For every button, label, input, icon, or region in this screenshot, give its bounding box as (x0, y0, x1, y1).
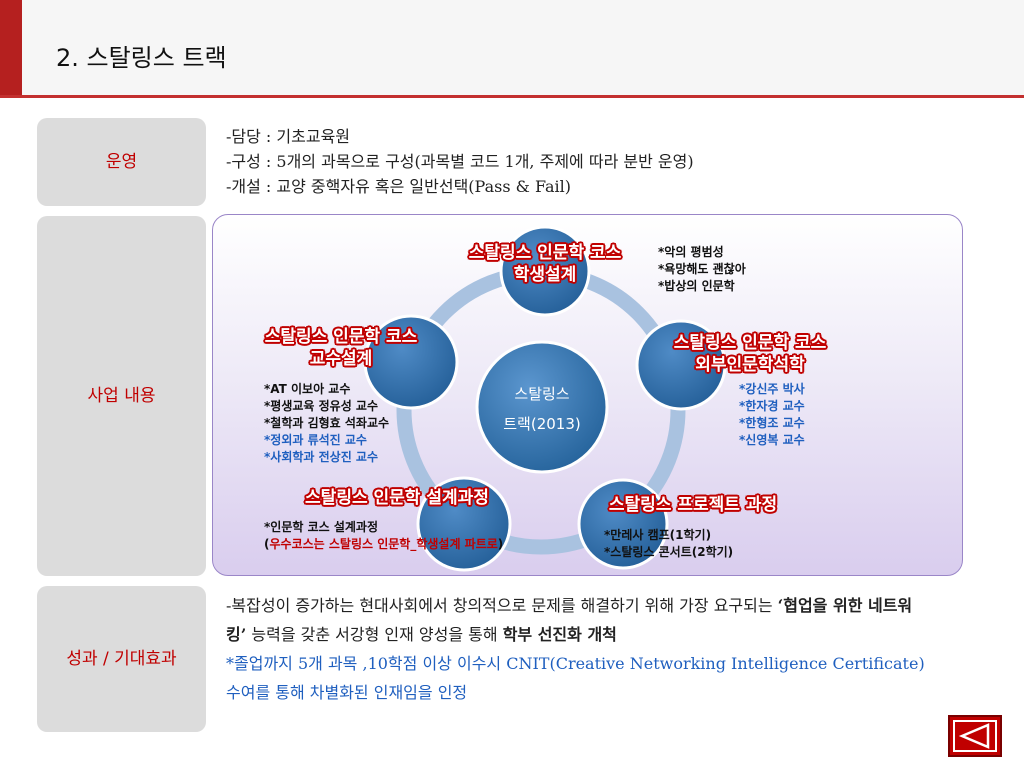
node-title-left-line2: 교수설계 (309, 349, 373, 369)
node-title-left: 스탈링스 인문학 코스 교수설계 (236, 326, 446, 370)
note-item: *밥상의 인문학 (658, 279, 735, 293)
node-title-top: 스탈링스 인문학 코스 학생설계 (440, 242, 650, 286)
note-paren-open: ( (264, 537, 270, 551)
operation-line: -개설 : 교양 중핵자유 혹은 일반선택(Pass & Fail) (226, 177, 572, 196)
center-label-line2: 트랙(2013) (503, 415, 581, 433)
node-title-top-line2: 학생설계 (513, 265, 577, 285)
label-content-text: 사업 내용 (87, 385, 156, 406)
note-item: *강신주 박사 (739, 382, 805, 396)
node-circle-left (363, 314, 459, 410)
note-item: *스탈링스 콘서트(2학기) (604, 545, 734, 559)
node-title-top-line1: 스탈링스 인문학 코스 (468, 243, 622, 263)
note-item: *AT 이보아 교수 (264, 382, 351, 396)
operation-line: -담당 : 기초교육원 (226, 127, 351, 146)
node-circle-right (635, 319, 727, 411)
diagram-svg (363, 225, 727, 572)
result-text-part: -복잡성이 증가하는 현대사회에서 창의적으로 문제를 해결하기 위해 가장 요… (226, 596, 778, 615)
note-item: *정외과 류석진 교수 (264, 433, 367, 447)
label-operation-text: 운영 (105, 151, 138, 172)
node-title-bottom-left-text: 스탈링스 인문학 설계과정 (305, 488, 489, 508)
note-item: *사회학과 전상진 교수 (264, 450, 378, 464)
node-circle-top (499, 225, 591, 317)
result-paragraph-1: -복잡성이 증가하는 현대사회에서 창의적으로 문제를 해결하기 위해 가장 요… (226, 591, 931, 649)
node-circle-bottom-left (416, 476, 512, 572)
note-item: *인문학 코스 설계과정 (264, 520, 378, 534)
note-item: *신영복 교수 (739, 433, 805, 447)
node-title-right-line1: 스탈링스 인문학 코스 (673, 333, 827, 353)
node-title-bottom-right: 스탈링스 프로젝트 과정 (578, 494, 808, 516)
node-notes-right: *강신주 박사 *한자경 교수 *한형조 교수 *신영복 교수 (739, 381, 805, 449)
note-highlight: 우수코스는 스탈링스 인문학_학생설계 파트로 (269, 537, 498, 551)
node-notes-top: *악의 평범성 *욕망해도 괜찮아 *밥상의 인문학 (658, 244, 746, 295)
header-band (0, 0, 1024, 96)
result-text-part: 능력을 갖춘 서강형 인재 양성을 통해 (246, 625, 503, 644)
node-title-right-line2: 외부인문학석학 (695, 355, 805, 375)
header-accent-bar (0, 0, 22, 96)
note-item: *욕망해도 괜찮아 (658, 262, 746, 276)
center-label-line1: 스탈링스 (514, 385, 570, 403)
note-item: *한자경 교수 (739, 399, 805, 413)
operation-text: -담당 : 기초교육원 -구성 : 5개의 과목으로 구성(과목별 코드 1개,… (226, 124, 694, 199)
node-title-bottom-left: 스탈링스 인문학 설계과정 (272, 487, 522, 509)
note-item: (우수코스는 스탈링스 인문학_학생설계 파트로) (264, 536, 503, 553)
back-arrow-icon (953, 720, 997, 752)
note-item: *만레사 캠프(1학기) (604, 528, 712, 542)
note-item: *한형조 교수 (739, 416, 805, 430)
result-bold-phrase: 학부 선진화 개척 (502, 625, 617, 644)
operation-line: -구성 : 5개의 과목으로 구성(과목별 코드 1개, 주제에 따라 분반 운… (226, 152, 694, 171)
label-result-text: 성과 / 기대효과 (66, 648, 177, 669)
node-notes-left: *AT 이보아 교수 *평생교육 정유성 교수 *철학과 김형효 석좌교수 *정… (264, 381, 389, 466)
back-button[interactable] (948, 715, 1002, 757)
result-paragraph-2: *졸업까지 5개 과목 ,10학점 이상 이수시 CNIT(Creative N… (226, 654, 925, 702)
result-text: -복잡성이 증가하는 현대사회에서 창의적으로 문제를 해결하기 위해 가장 요… (226, 591, 931, 707)
page-title: 2. 스탈링스 트랙 (56, 44, 227, 72)
center-label: 스탈링스 트랙(2013) (482, 379, 602, 439)
node-notes-bottom-right: *만레사 캠프(1학기) *스탈링스 콘서트(2학기) (604, 527, 733, 561)
note-paren-close: ) (497, 537, 504, 551)
note-item: *철학과 김형효 석좌교수 (264, 416, 390, 430)
label-result: 성과 / 기대효과 (37, 586, 206, 732)
node-title-bottom-right-text: 스탈링스 프로젝트 과정 (608, 495, 778, 515)
label-operation: 운영 (37, 118, 206, 206)
center-circle (475, 340, 609, 474)
note-item: *평생교육 정유성 교수 (264, 399, 378, 413)
node-notes-bottom-left: *인문학 코스 설계과정 (우수코스는 스탈링스 인문학_학생설계 파트로) (264, 519, 503, 553)
label-content: 사업 내용 (37, 216, 206, 576)
node-circle-bottom-right (577, 478, 669, 570)
note-item: *악의 평범성 (658, 245, 724, 259)
result-bold-phrase: ‘협업을 위한 네트워킹’ (226, 596, 913, 644)
node-title-left-line1: 스탈링스 인문학 코스 (264, 327, 418, 347)
node-title-right: 스탈링스 인문학 코스 외부인문학석학 (645, 332, 855, 376)
header-divider (0, 95, 1024, 98)
